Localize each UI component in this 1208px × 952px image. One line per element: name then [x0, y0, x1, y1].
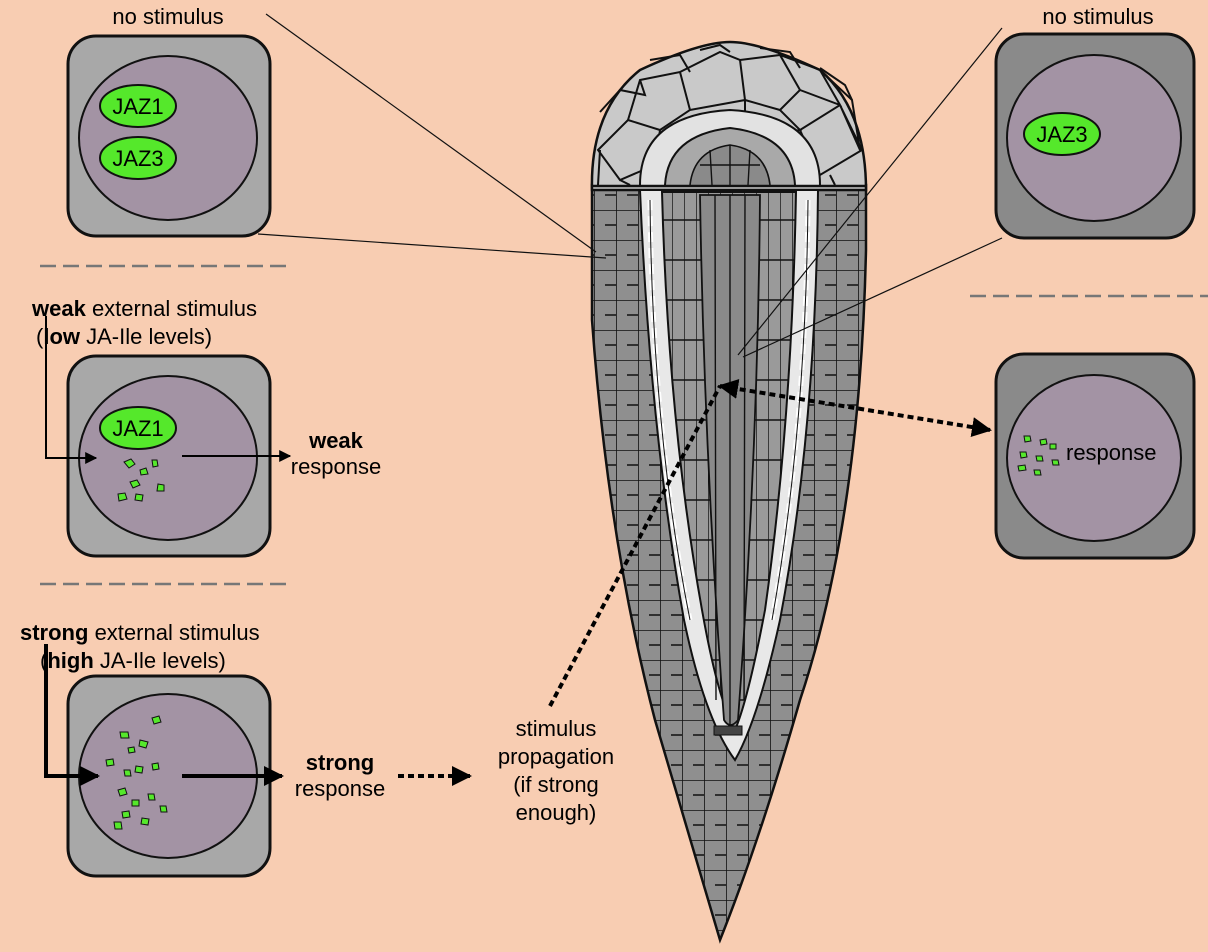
strong-stimulus-label: strong external stimulus	[20, 620, 260, 646]
jaz1-label: JAZ1	[112, 94, 163, 120]
propagation-line-3: (if strong	[513, 772, 599, 798]
jaz3-label-right: JAZ3	[1036, 122, 1087, 148]
propagation-line-4: enough)	[516, 800, 597, 826]
weak-stimulus-label: weak external stimulus	[32, 296, 257, 322]
cell-no-stimulus-left	[68, 36, 270, 236]
right-response-label: response	[1066, 440, 1157, 466]
root-tip	[592, 42, 866, 940]
high-levels-label: (high JA-Ile levels)	[40, 648, 226, 674]
strong-response-bold: strong	[306, 750, 374, 776]
jaz3-label: JAZ3	[112, 146, 163, 172]
nucleus	[79, 376, 257, 540]
weak-response-bold: weak	[309, 428, 363, 454]
root-cap	[592, 42, 866, 190]
nucleus	[79, 56, 257, 220]
jaz1-label-weak: JAZ1	[112, 416, 163, 442]
no-stimulus-label-left: no stimulus	[112, 4, 223, 30]
cell-no-stimulus-right	[996, 34, 1194, 238]
low-levels-label: (low JA-Ile levels)	[36, 324, 212, 350]
weak-response-label: response	[291, 454, 382, 480]
propagation-line-2: propagation	[498, 744, 614, 770]
strong-response-label: response	[295, 776, 386, 802]
propagation-line-1: stimulus	[516, 716, 597, 742]
no-stimulus-label-right: no stimulus	[1042, 4, 1153, 30]
